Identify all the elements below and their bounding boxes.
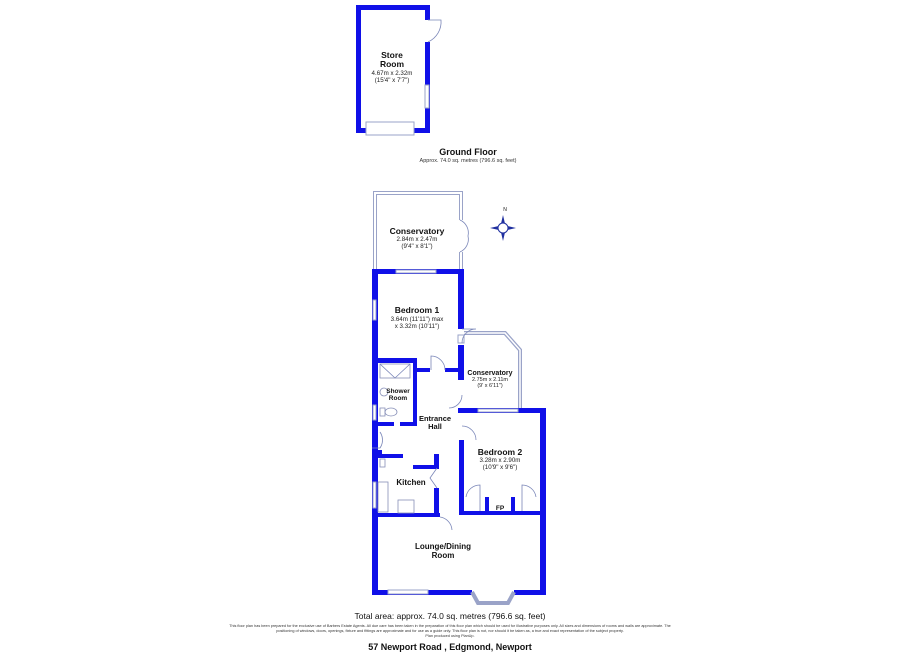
- bedroom-1-label: Bedroom 1: [395, 305, 440, 315]
- fireplace-label: FP: [496, 505, 505, 512]
- kitchen-label: Kitchen: [396, 478, 425, 487]
- bedroom-2-label: Bedroom 2: [478, 447, 523, 457]
- entrance-hall-label: Entrance: [419, 414, 451, 423]
- entrance-hall-label-2: Hall: [428, 422, 442, 431]
- shower-room-label: Shower: [386, 388, 410, 395]
- bedroom-2-dim-imperial: (10'9" x 9'6"): [483, 464, 518, 471]
- shower-room-label-2: Room: [389, 395, 408, 402]
- conservatory-1-label: Conservatory: [390, 226, 445, 236]
- store-room-dim: 4.67m x 2.32m: [372, 70, 413, 77]
- store-room: Store Room 4.67m x 2.32m (15'4" x 7'7"): [356, 5, 442, 136]
- floor-title: Ground Floor: [439, 147, 497, 157]
- compass-north-label: N: [503, 207, 507, 213]
- bedroom-1-dim: 3.64m (11'11") max: [391, 316, 445, 323]
- property-address: 57 Newport Road , Edgmond, Newport: [368, 642, 532, 652]
- conservatory-2-label: Conservatory: [467, 370, 512, 377]
- disclaimer-line-3: Plan produced using PlanUp.: [425, 634, 474, 638]
- lounge-dining-label: Lounge/Dining: [415, 542, 471, 551]
- bedroom-1-dim-2: x 3.32m (10'11"): [395, 323, 440, 330]
- store-room-dim-imperial: (15'4" x 7'7"): [375, 77, 410, 84]
- conservatory-1: Conservatory 2.84m x 2.47m (9'4" x 8'1"): [373, 191, 469, 273]
- disclaimer-line-1: This floor plan has been prepared for th…: [229, 624, 671, 628]
- store-room-label: Store: [381, 50, 403, 60]
- main-walls: [372, 269, 546, 605]
- conservatory-1-dim-imperial: (9'4" x 8'1"): [401, 243, 432, 250]
- lounge-dining-label-2: Room: [432, 551, 455, 560]
- bedroom-2-dim: 3.28m x 2.90m: [480, 457, 521, 464]
- compass-icon: N: [490, 207, 516, 241]
- conservatory-2-dim-imperial: (9' x 6'11"): [477, 383, 503, 389]
- conservatory-1-dim: 2.84m x 2.47m: [397, 236, 438, 243]
- store-room-label-2: Room: [380, 59, 405, 69]
- conservatory-2-dim: 2.75m x 2.11m: [472, 377, 508, 383]
- total-area: Total area: approx. 74.0 sq. metres (796…: [355, 611, 546, 621]
- disclaimer-line-2: positioning of windows, doors, openings,…: [276, 629, 623, 633]
- floor-area: Approx. 74.0 sq. metres (796.6 sq. feet): [420, 158, 517, 164]
